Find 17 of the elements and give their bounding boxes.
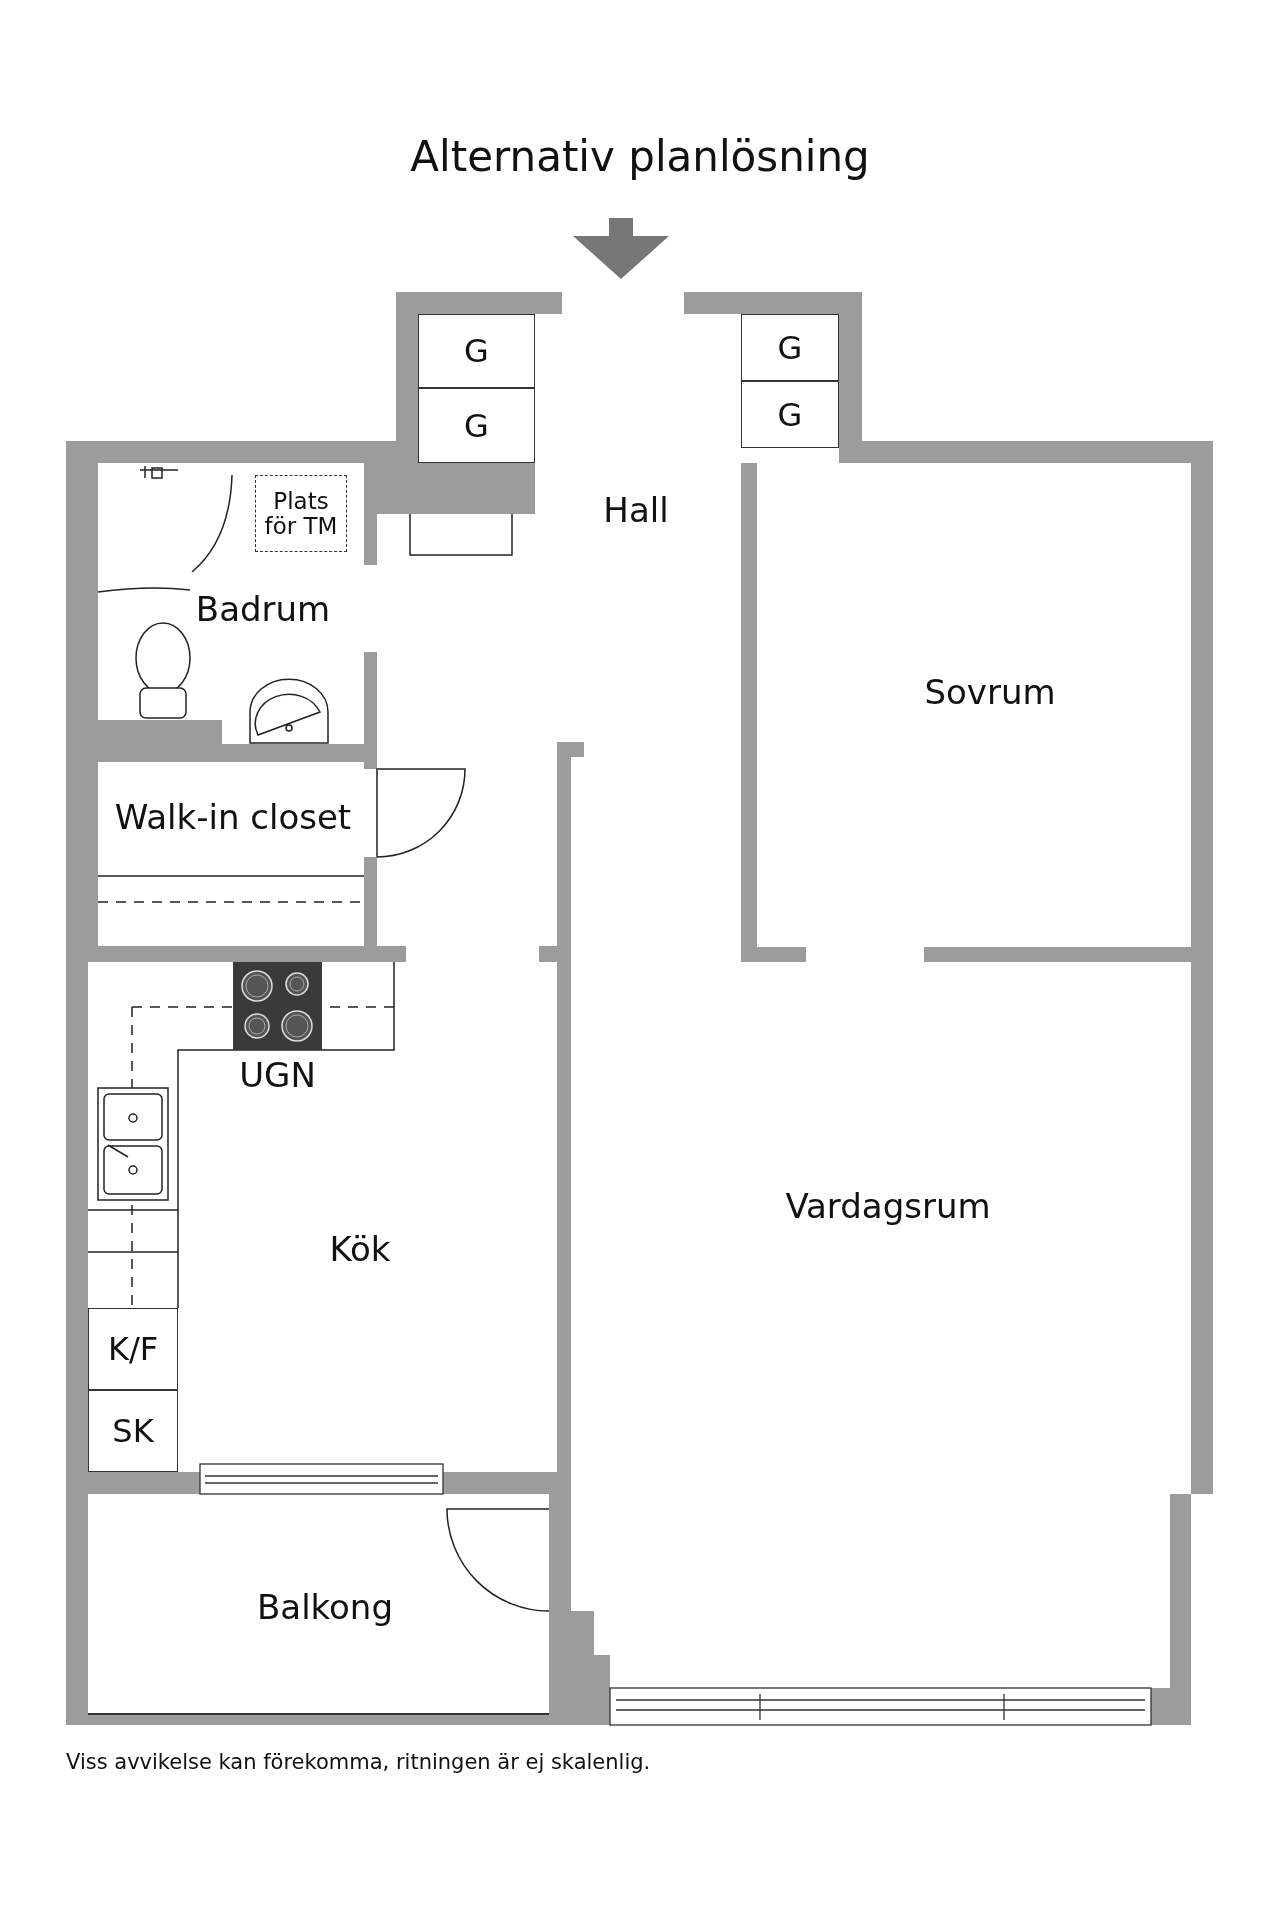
storage-closet: G [741, 381, 839, 448]
plan-title: Alternativ planlösning [409, 132, 871, 181]
laundry-space: Plats för TM [255, 475, 347, 552]
storage-closet: K/F [88, 1308, 178, 1390]
room-label: Walk-in closet [114, 797, 352, 837]
appliance-label: UGN [239, 1055, 316, 1095]
storage-closet: G [418, 314, 535, 388]
room-label: Kök [329, 1229, 391, 1269]
storage-closet: G [418, 388, 535, 463]
disclaimer-note: Viss avvikelse kan förekomma, ritningen är ej skalenlig. [66, 1750, 651, 1774]
storage-closet: G [741, 314, 839, 381]
room-label: Badrum [195, 589, 331, 629]
room-label: Balkong [257, 1587, 393, 1627]
room-label: Vardagsrum [785, 1186, 991, 1226]
room-label: Sovrum [924, 672, 1056, 712]
room-label: Hall [603, 490, 669, 530]
storage-closet: SK [88, 1390, 178, 1472]
